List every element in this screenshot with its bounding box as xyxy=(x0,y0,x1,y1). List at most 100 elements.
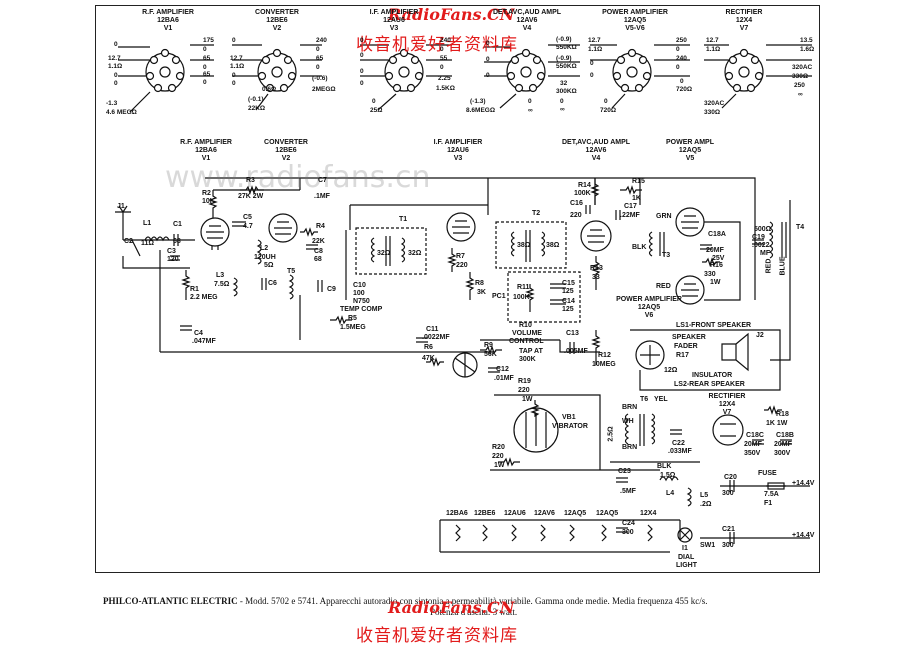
label-r16-w: 1W xyxy=(710,279,721,286)
base-diagram-v2-socket xyxy=(232,44,322,111)
label-r16: R16 xyxy=(710,262,723,269)
v4-pin-right-7: 300KΩ xyxy=(556,88,577,95)
label-r18-val: 1K 1W xyxy=(766,420,788,427)
resistor-r13 xyxy=(591,256,601,290)
cap-c9 xyxy=(317,280,323,292)
v1-pin-right-3: 0 xyxy=(203,64,207,71)
v5-pin-right-4: 0 xyxy=(680,78,684,85)
resistor-r19 xyxy=(530,400,540,418)
tube-v1-envelope xyxy=(200,217,230,247)
label-r9: R9 xyxy=(484,342,493,349)
choke-l5 xyxy=(686,487,692,507)
cap-c5 xyxy=(232,221,246,227)
label-r20-val: 220 xyxy=(492,453,504,460)
if-transformer-t1 xyxy=(355,227,427,275)
cap-c8 xyxy=(306,244,318,250)
label-r2-val: 10K xyxy=(202,198,215,205)
label-c1: C1 xyxy=(173,221,182,228)
label-r19-val: 220 xyxy=(518,387,530,394)
label-fader: SPEAKER xyxy=(672,334,706,341)
label-t4: T4 xyxy=(796,224,805,231)
label-c20-val: 300 xyxy=(722,490,734,497)
label-j2: J2 xyxy=(756,332,764,339)
label-r15: R15 xyxy=(632,178,645,185)
label-r8-val: 3K xyxy=(477,289,486,296)
label-c10-note: TEMP COMP xyxy=(340,306,383,313)
label-t6-brn: BRN xyxy=(622,404,638,411)
label-l4-ohm: 1.5Ω xyxy=(660,472,676,479)
label-c7: C7 xyxy=(318,177,327,184)
cap-c17 xyxy=(615,210,621,220)
v2-pin-bottom-2: 0.6Ω xyxy=(262,86,277,93)
label-r7-val: 220 xyxy=(456,262,468,269)
label-t6-blk: BLK xyxy=(657,463,672,470)
label-t2-b: 38Ω xyxy=(546,242,560,249)
label-c18b-v: 300V xyxy=(774,450,791,457)
v5-pin-bottom-0: 0 xyxy=(604,98,608,105)
tube-v3-envelope xyxy=(446,212,476,242)
base-diagram-v3-socket xyxy=(360,44,452,111)
v2-pin-left-3: 0 xyxy=(232,72,236,79)
heater-label-v4: 12AV6 xyxy=(534,510,555,517)
v1-pin-right-0: 175 xyxy=(203,37,214,44)
v4-pin-right-2: (-0.9) xyxy=(556,55,572,62)
label-c10-type: N750 xyxy=(353,298,370,305)
v7-pin-right-1: 1.6Ω xyxy=(800,46,815,53)
label-c24-val: 300 xyxy=(622,529,634,536)
caption-line-1: PHILCO-ATLANTIC ELECTRIC - Modd. 5702 e … xyxy=(103,596,707,606)
v4-pin-right-6: 32 xyxy=(560,80,568,87)
v1-pin-right-5: 0 xyxy=(203,79,207,86)
v5-pin-left-2: 0 xyxy=(590,60,594,67)
v1-pin-left-5: -1.3 xyxy=(106,100,118,107)
label-c12-val: .01MF xyxy=(494,375,514,382)
label-c13-val: .005MF xyxy=(564,348,588,355)
label-r19: R19 xyxy=(518,378,531,385)
label-c9: C9 xyxy=(327,286,336,293)
label-l2: L2 xyxy=(260,245,269,252)
label-c18a-v: 25V xyxy=(712,255,725,262)
v7-pin-right-0: 13.5 xyxy=(800,37,813,44)
cap-c1 xyxy=(173,234,179,246)
resistor-r15 xyxy=(620,185,642,195)
label-c3: C3 xyxy=(167,248,176,255)
label-l2-ohm: 5Ω xyxy=(264,262,274,269)
label-c17-val: .22MF xyxy=(620,212,640,219)
v3-pin-right-1: 0 xyxy=(440,46,444,53)
coil-l2 xyxy=(256,239,262,265)
v4-pin-bottom-3: ∞ xyxy=(528,107,533,114)
label-t6-wh: WH xyxy=(622,418,634,425)
coil-l1 xyxy=(144,236,170,242)
v1-pin-left-6: 4.6 MEGΩ xyxy=(106,109,137,116)
label-r13: R13 xyxy=(590,265,603,272)
v1-pin-left-0: 0 xyxy=(114,41,118,48)
v3-pin-right-2: 55 xyxy=(440,55,448,62)
caption-maker: PHILCO-ATLANTIC ELECTRIC xyxy=(103,596,238,606)
watermark-bottom-cn: 收音机爱好者资料库 xyxy=(356,626,518,646)
label-c1-val: 68 xyxy=(173,238,181,245)
label-c18a-val: 20MF xyxy=(706,247,724,254)
label-l1: L1 xyxy=(143,220,152,227)
heater-label-v7: 12X4 xyxy=(640,510,657,517)
cap-c23 xyxy=(616,477,628,483)
label-ls1: LS1-FRONT SPEAKER xyxy=(676,322,752,329)
label-r10-name: VOLUME xyxy=(512,330,542,337)
cap-c18a xyxy=(700,244,712,250)
v4-pin-right-8: 0 xyxy=(560,98,564,105)
label-c7-val: .1MF xyxy=(314,193,330,200)
label-c23-val: .5MF xyxy=(620,488,636,495)
printed-circuit-pc1 xyxy=(507,271,581,323)
caption-text: - Modd. 5702 e 5741. Apparecchi autoradi… xyxy=(237,596,708,606)
watermark-top-site: RadioFans.CN xyxy=(388,5,515,24)
v7-pin-left-0: 12.7 xyxy=(706,37,719,44)
v1-pin-left-2: 1.1Ω xyxy=(108,63,123,70)
label-vb1: VB1 xyxy=(562,414,576,421)
heater-label-v6: 12AQ5 xyxy=(596,510,619,517)
resistor-r9 xyxy=(480,345,502,355)
label-c16: C16 xyxy=(570,200,583,207)
resistor-r14 xyxy=(590,178,600,205)
label-t6-brn2: BRN xyxy=(622,444,638,451)
v1-pin-right-1: 0 xyxy=(203,46,207,53)
v4-pin-right-1: 550KΩ xyxy=(556,44,577,51)
